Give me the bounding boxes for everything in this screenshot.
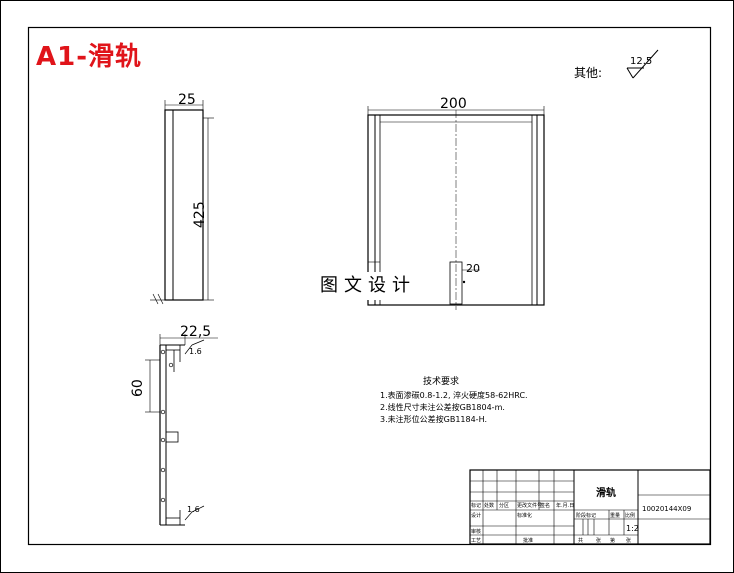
title-block-text: 滑轨 10020144X09 1:2 标记 处数 分区 更改文件号 签名 年.月… [471, 486, 691, 544]
svg-text:重量: 重量 [610, 512, 620, 519]
front-hole-dim: 20 [466, 262, 480, 275]
svg-text:比例: 比例 [625, 512, 635, 519]
side-width-dim: 25 [178, 92, 196, 108]
svg-text:共: 共 [578, 537, 583, 544]
front-width-dim: 200 [440, 96, 467, 112]
detail-view: 22,5 60 1.6 1.6 [130, 324, 218, 526]
watermark-label: 图文设计 [298, 272, 438, 300]
svg-text:批准: 批准 [523, 537, 533, 544]
svg-text:标记: 标记 [471, 502, 481, 509]
scale-value: 1:2 [626, 524, 639, 533]
roughness-top-icon: 1.6 [184, 339, 205, 356]
tech-heading: 技术要求 [423, 375, 459, 387]
svg-text:签名: 签名 [540, 502, 550, 509]
svg-text:分区: 分区 [499, 502, 509, 509]
detail-height-dim: 60 [130, 379, 146, 397]
svg-text:年.月.日: 年.月.日 [556, 502, 574, 509]
roughness-symbol-icon: 12.5 [626, 49, 659, 79]
svg-text:张: 张 [626, 537, 631, 544]
tech-item: 2.线性尺寸未注公差按GB1804-m. [380, 402, 505, 412]
svg-text:阶段标记: 阶段标记 [576, 512, 596, 519]
detail-rough-bottom: 1.6 [187, 505, 200, 514]
tech-item: 1.表面渗碳0.8-1.2, 淬火硬度58-62HRC. [380, 390, 528, 400]
surface-note-label: 其他: [574, 66, 603, 80]
inner-frame [27, 26, 712, 546]
svg-text:设计: 设计 [471, 512, 481, 519]
side-view: 25 425 [150, 92, 214, 305]
drawing-title: A1-滑轨 [36, 42, 143, 72]
svg-text:张: 张 [596, 537, 601, 544]
tech-requirements: 技术要求 1.表面渗碳0.8-1.2, 淬火硬度58-62HRC. 2.线性尺寸… [380, 375, 528, 424]
roughness-bottom-icon: 1.6 [184, 505, 205, 521]
roughness-value: 12.5 [630, 56, 652, 67]
svg-text:标准化: 标准化 [517, 512, 532, 519]
svg-text:审核: 审核 [471, 528, 481, 535]
tech-item: 3.未注形位公差按GB1184-H. [380, 414, 487, 424]
svg-text:处数: 处数 [484, 502, 494, 509]
svg-text:第: 第 [610, 537, 615, 544]
svg-text:更改文件号: 更改文件号 [517, 502, 542, 509]
drawing-number: 10020144X09 [642, 505, 691, 513]
title-block [469, 469, 711, 545]
svg-text:工艺: 工艺 [471, 538, 481, 544]
side-height-dim: 425 [192, 201, 208, 228]
detail-width-dim: 22,5 [180, 324, 211, 340]
part-name: 滑轨 [596, 486, 616, 499]
detail-rough-top: 1.6 [189, 347, 202, 356]
